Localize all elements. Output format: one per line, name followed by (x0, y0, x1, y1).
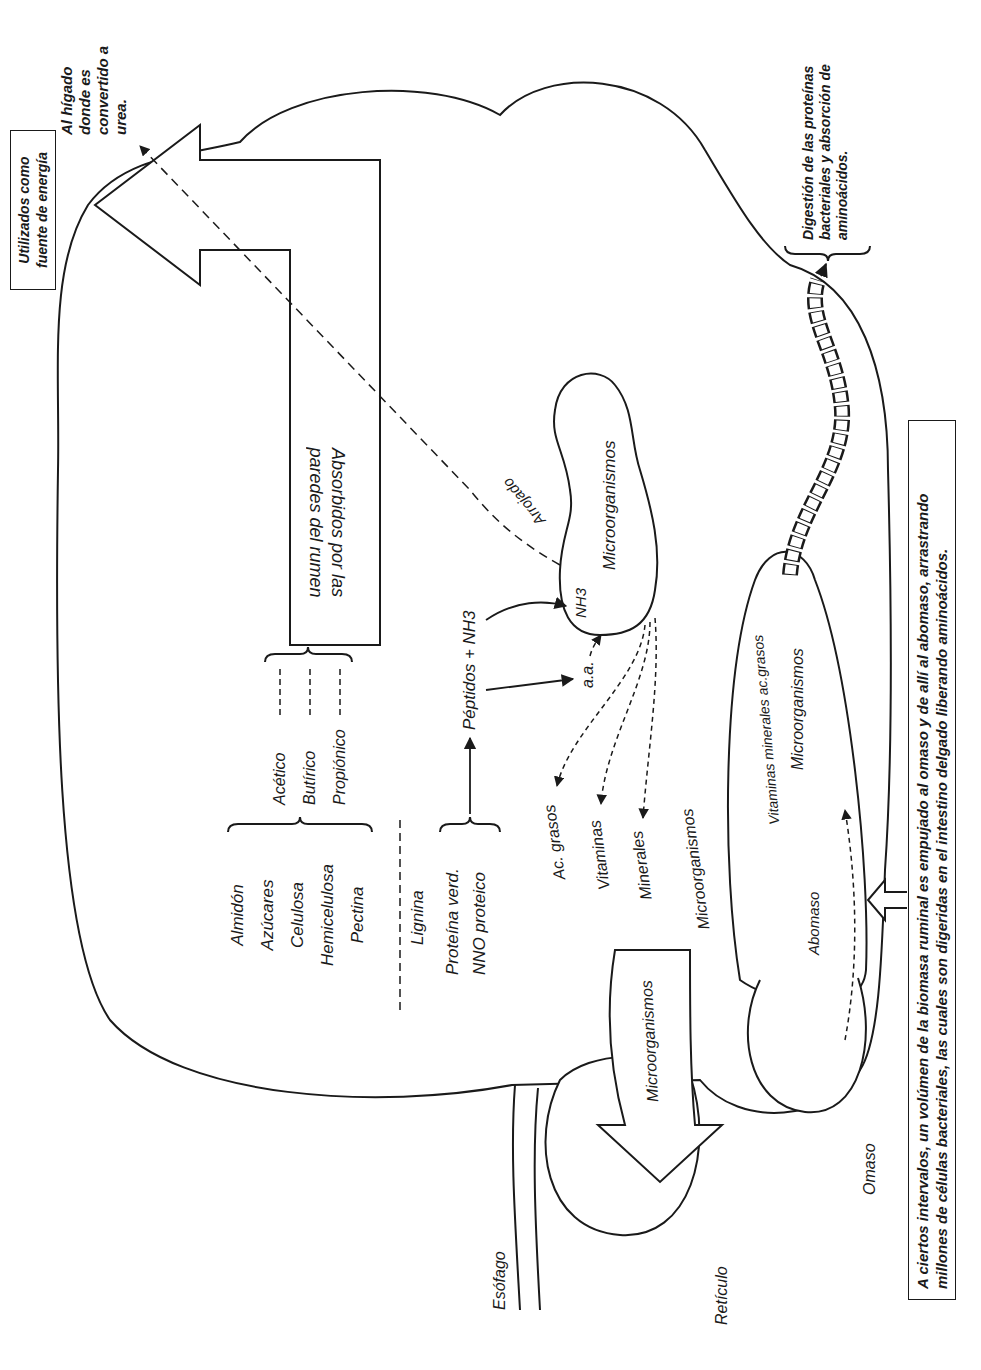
acid-label: Acético (270, 753, 289, 805)
liver-dashed-line (140, 146, 560, 565)
intestine (790, 280, 842, 575)
box-text: Utilizados como fuente de energía (15, 139, 51, 281)
rumen-outline (57, 83, 891, 1113)
nutrient-label: Pectina (348, 840, 368, 990)
dashed-flow (643, 618, 656, 818)
nutrient-label: Proteína verd. (443, 868, 463, 975)
nutrient-label: Hemicelulosa (318, 840, 338, 990)
absorption-arrow (95, 125, 380, 645)
bracket (228, 817, 372, 832)
organ-label: Omaso (860, 1143, 879, 1195)
organ-label: Abomaso (805, 892, 823, 955)
product-label: Péptidos + NH3 (460, 610, 480, 730)
nutrient-label: Vitaminas (585, 819, 614, 891)
leader-dashes (280, 666, 340, 715)
bracket (785, 246, 870, 261)
separator-line (399, 815, 401, 1010)
abomasum-outline (728, 552, 867, 1003)
nutrient-label: Minerales (627, 830, 656, 901)
intestine-arrow (821, 264, 826, 276)
dashed-flow (845, 810, 855, 1040)
nutrient-label: Azúcares (258, 840, 278, 990)
microbe-tube (554, 374, 657, 635)
esophagus-tube (513, 1085, 520, 1310)
omasum-outline (748, 978, 866, 1112)
acid-label: Butírico (300, 751, 319, 805)
dashed-flow (557, 625, 645, 786)
energy-box: Utilizados como fuente de energía (10, 130, 56, 290)
microbe-flow-arrow (598, 950, 722, 1182)
bracket (440, 817, 500, 832)
flow-arrow (486, 679, 573, 690)
microbe-label: Microorganismos (788, 648, 807, 770)
organ-label: Retículo (712, 1266, 731, 1325)
esophagus-tube (535, 1088, 540, 1310)
arrow-label: Absorbidos por las paredes del rumen (305, 415, 348, 630)
hollow-arrow (868, 880, 907, 920)
nutrient-label: Celulosa (288, 840, 308, 990)
nutrient-label: Almidón (228, 840, 248, 990)
box-text: A ciertos intervalos, un volúmen de la b… (913, 431, 951, 1289)
microbe-label: Microorganismos (600, 441, 620, 570)
product-label: NH3 (572, 588, 590, 618)
bracket (265, 647, 352, 662)
nutrient-label: Lignina (408, 890, 428, 945)
nutrient-label: NNO proteico (470, 872, 490, 975)
flow-arrow (469, 738, 471, 814)
organ-label: Esófago (490, 1251, 509, 1310)
product-label: a.a. (578, 661, 597, 688)
flow-label: Arrojado (499, 474, 549, 529)
acid-label: Propiónico (330, 729, 349, 805)
flow-arrow (486, 603, 566, 620)
note-label: Al hígado donde es convertido a urea. (58, 30, 130, 135)
dashed-flow (590, 635, 601, 656)
intestine (790, 280, 842, 575)
microbe-label: Microorganismos (678, 807, 714, 930)
nutrient-label: Ac. grasos (540, 803, 570, 881)
dashed-flow (601, 622, 650, 804)
note-box: A ciertos intervalos, un volúmen de la b… (908, 420, 956, 1300)
note-label: Digestión de las proteínas bacteriales y… (800, 8, 850, 240)
